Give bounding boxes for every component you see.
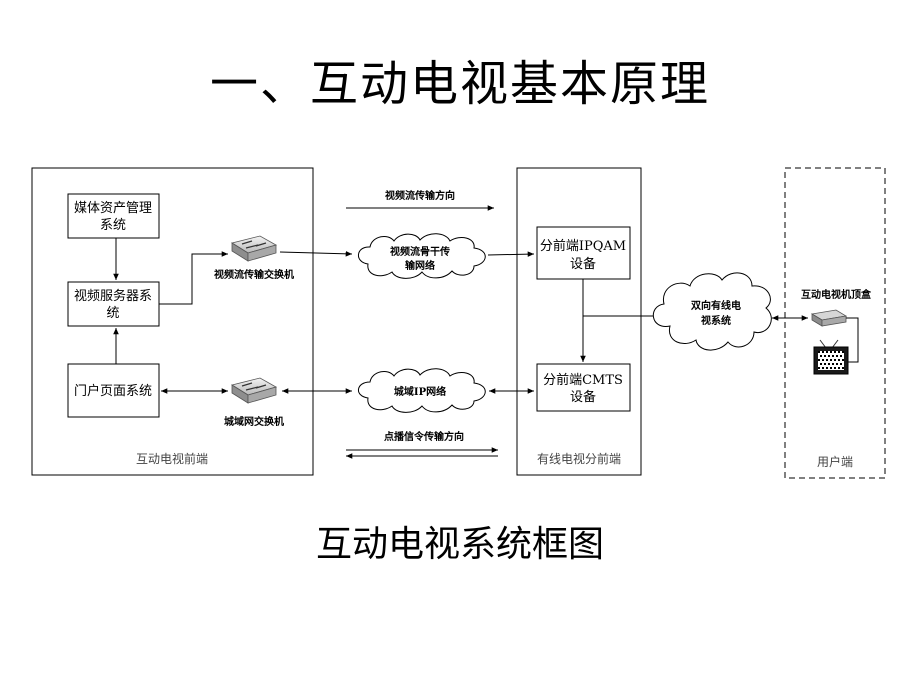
set-top-box: 互动电视机顶盒: [801, 288, 872, 327]
media-asset-label-2: 系统: [100, 218, 126, 233]
video-server-label-2: 统: [106, 306, 119, 321]
headend-region: 互动电视前端: [31, 167, 314, 476]
video-flow-direction: 视频流传输方向: [346, 189, 494, 211]
cloud-icon: [653, 272, 772, 351]
ipqam-label-1: 分前端IPQAM: [540, 238, 626, 254]
television-icon: [813, 339, 849, 375]
man-switch: 城域网交换机: [224, 377, 284, 428]
media-asset-label-1: 媒体资产管理: [74, 201, 152, 216]
vod-signal-direction: 点播信令传输方向: [346, 430, 498, 459]
stb-label: 互动电视机顶盒: [801, 288, 872, 301]
trunk-network-cloud: 视频流骨干传 输网络: [358, 233, 486, 279]
video-switch: 视频流传输交换机: [214, 235, 294, 281]
cmts-label-2: 设备: [570, 389, 596, 405]
switch-icon: [230, 235, 278, 262]
hub-label: 有线电视分前端: [537, 451, 621, 466]
switch-icon: [230, 377, 278, 404]
headend-label: 互动电视前端: [136, 451, 208, 466]
cloud-icon: [358, 368, 486, 413]
stb-tv-cable: [846, 317, 859, 363]
user-label: 用户端: [817, 454, 853, 469]
user-region: 用户端: [784, 167, 886, 479]
hfc-label-1: 双向有线电: [691, 299, 741, 312]
video-switch-label: 视频流传输交换机: [214, 268, 294, 281]
ipqam-label-2: 设备: [570, 256, 596, 272]
trunk-to-ipqam-arrow: [487, 251, 535, 257]
portal-label: 门户页面系统: [74, 383, 152, 399]
man-ip-label: 城域IP网络: [394, 385, 446, 398]
ipqam-box: 分前端IPQAM 设备: [536, 226, 631, 280]
hub-region: 有线电视分前端: [516, 167, 642, 476]
diagram-caption: 互动电视系统框图: [315, 524, 604, 565]
media-asset-box: 媒体资产管理 系统: [67, 193, 160, 239]
video-server-label-1: 视频服务器系: [74, 288, 152, 304]
cloud-icon: [358, 233, 486, 279]
hfc-label-2: 视系统: [701, 314, 731, 327]
set-top-box-icon: [810, 309, 848, 327]
video-server-box: 视频服务器系 统: [67, 281, 160, 327]
man-switch-label: 城域网交换机: [224, 415, 284, 428]
portal-box: 门户页面系统: [67, 363, 160, 418]
cmts-label-1: 分前端CMTS: [543, 372, 623, 388]
page-title: 一、互动电视基本原理: [209, 56, 710, 112]
trunk-label-2: 输网络: [405, 259, 435, 272]
vod-signal-label: 点播信令传输方向: [384, 430, 464, 443]
server-to-switch-arrow: [159, 251, 228, 305]
hfc-cloud: 双向有线电 视系统: [653, 272, 772, 351]
man-ip-cloud: 城域IP网络: [358, 368, 486, 413]
switch-to-trunk-arrow: [279, 251, 353, 257]
trunk-label-1: 视频流骨干传: [390, 245, 450, 258]
video-flow-label: 视频流传输方向: [385, 189, 455, 202]
cmts-box: 分前端CMTS 设备: [536, 363, 631, 412]
